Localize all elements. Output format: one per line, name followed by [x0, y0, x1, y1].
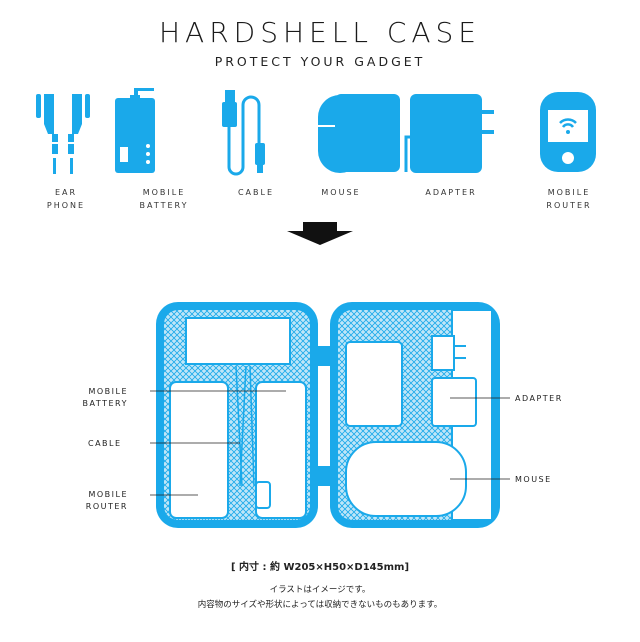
gadget-label-mouse: MOUSE — [321, 188, 361, 197]
page-title: HARDSHELL CASE — [158, 16, 481, 49]
gadget-label-cable: CABLE — [237, 188, 275, 197]
page-subtitle: PROTECT YOUR GADGET — [214, 54, 426, 69]
case-diagram — [150, 302, 510, 528]
illustration-note: イラストはイメージです。 — [269, 585, 371, 595]
case-left-half — [156, 302, 318, 528]
disclaimer-note: 内容物のサイズや形状によっては収納できないものもあります。 — [197, 600, 443, 610]
callout-adapter: ADAPTER — [515, 394, 563, 403]
callout-cable: CABLE — [88, 439, 122, 448]
adapter-icon — [335, 94, 400, 172]
dimensions-note: [ 内寸 : 約 W205×H50×D145mm] — [230, 562, 410, 573]
cable-icon — [222, 90, 265, 176]
gadget-icons — [36, 88, 596, 176]
case-right-half — [330, 302, 500, 528]
mobile-battery-icon — [115, 88, 155, 173]
earphone-icon — [36, 94, 90, 174]
mobile-router-icon — [540, 92, 596, 172]
arrow-down-icon — [287, 222, 353, 245]
callout-mouse: MOUSE — [515, 475, 552, 484]
adapter-icon — [404, 94, 494, 173]
gadget-label-adapter: ADAPTER — [425, 188, 477, 197]
